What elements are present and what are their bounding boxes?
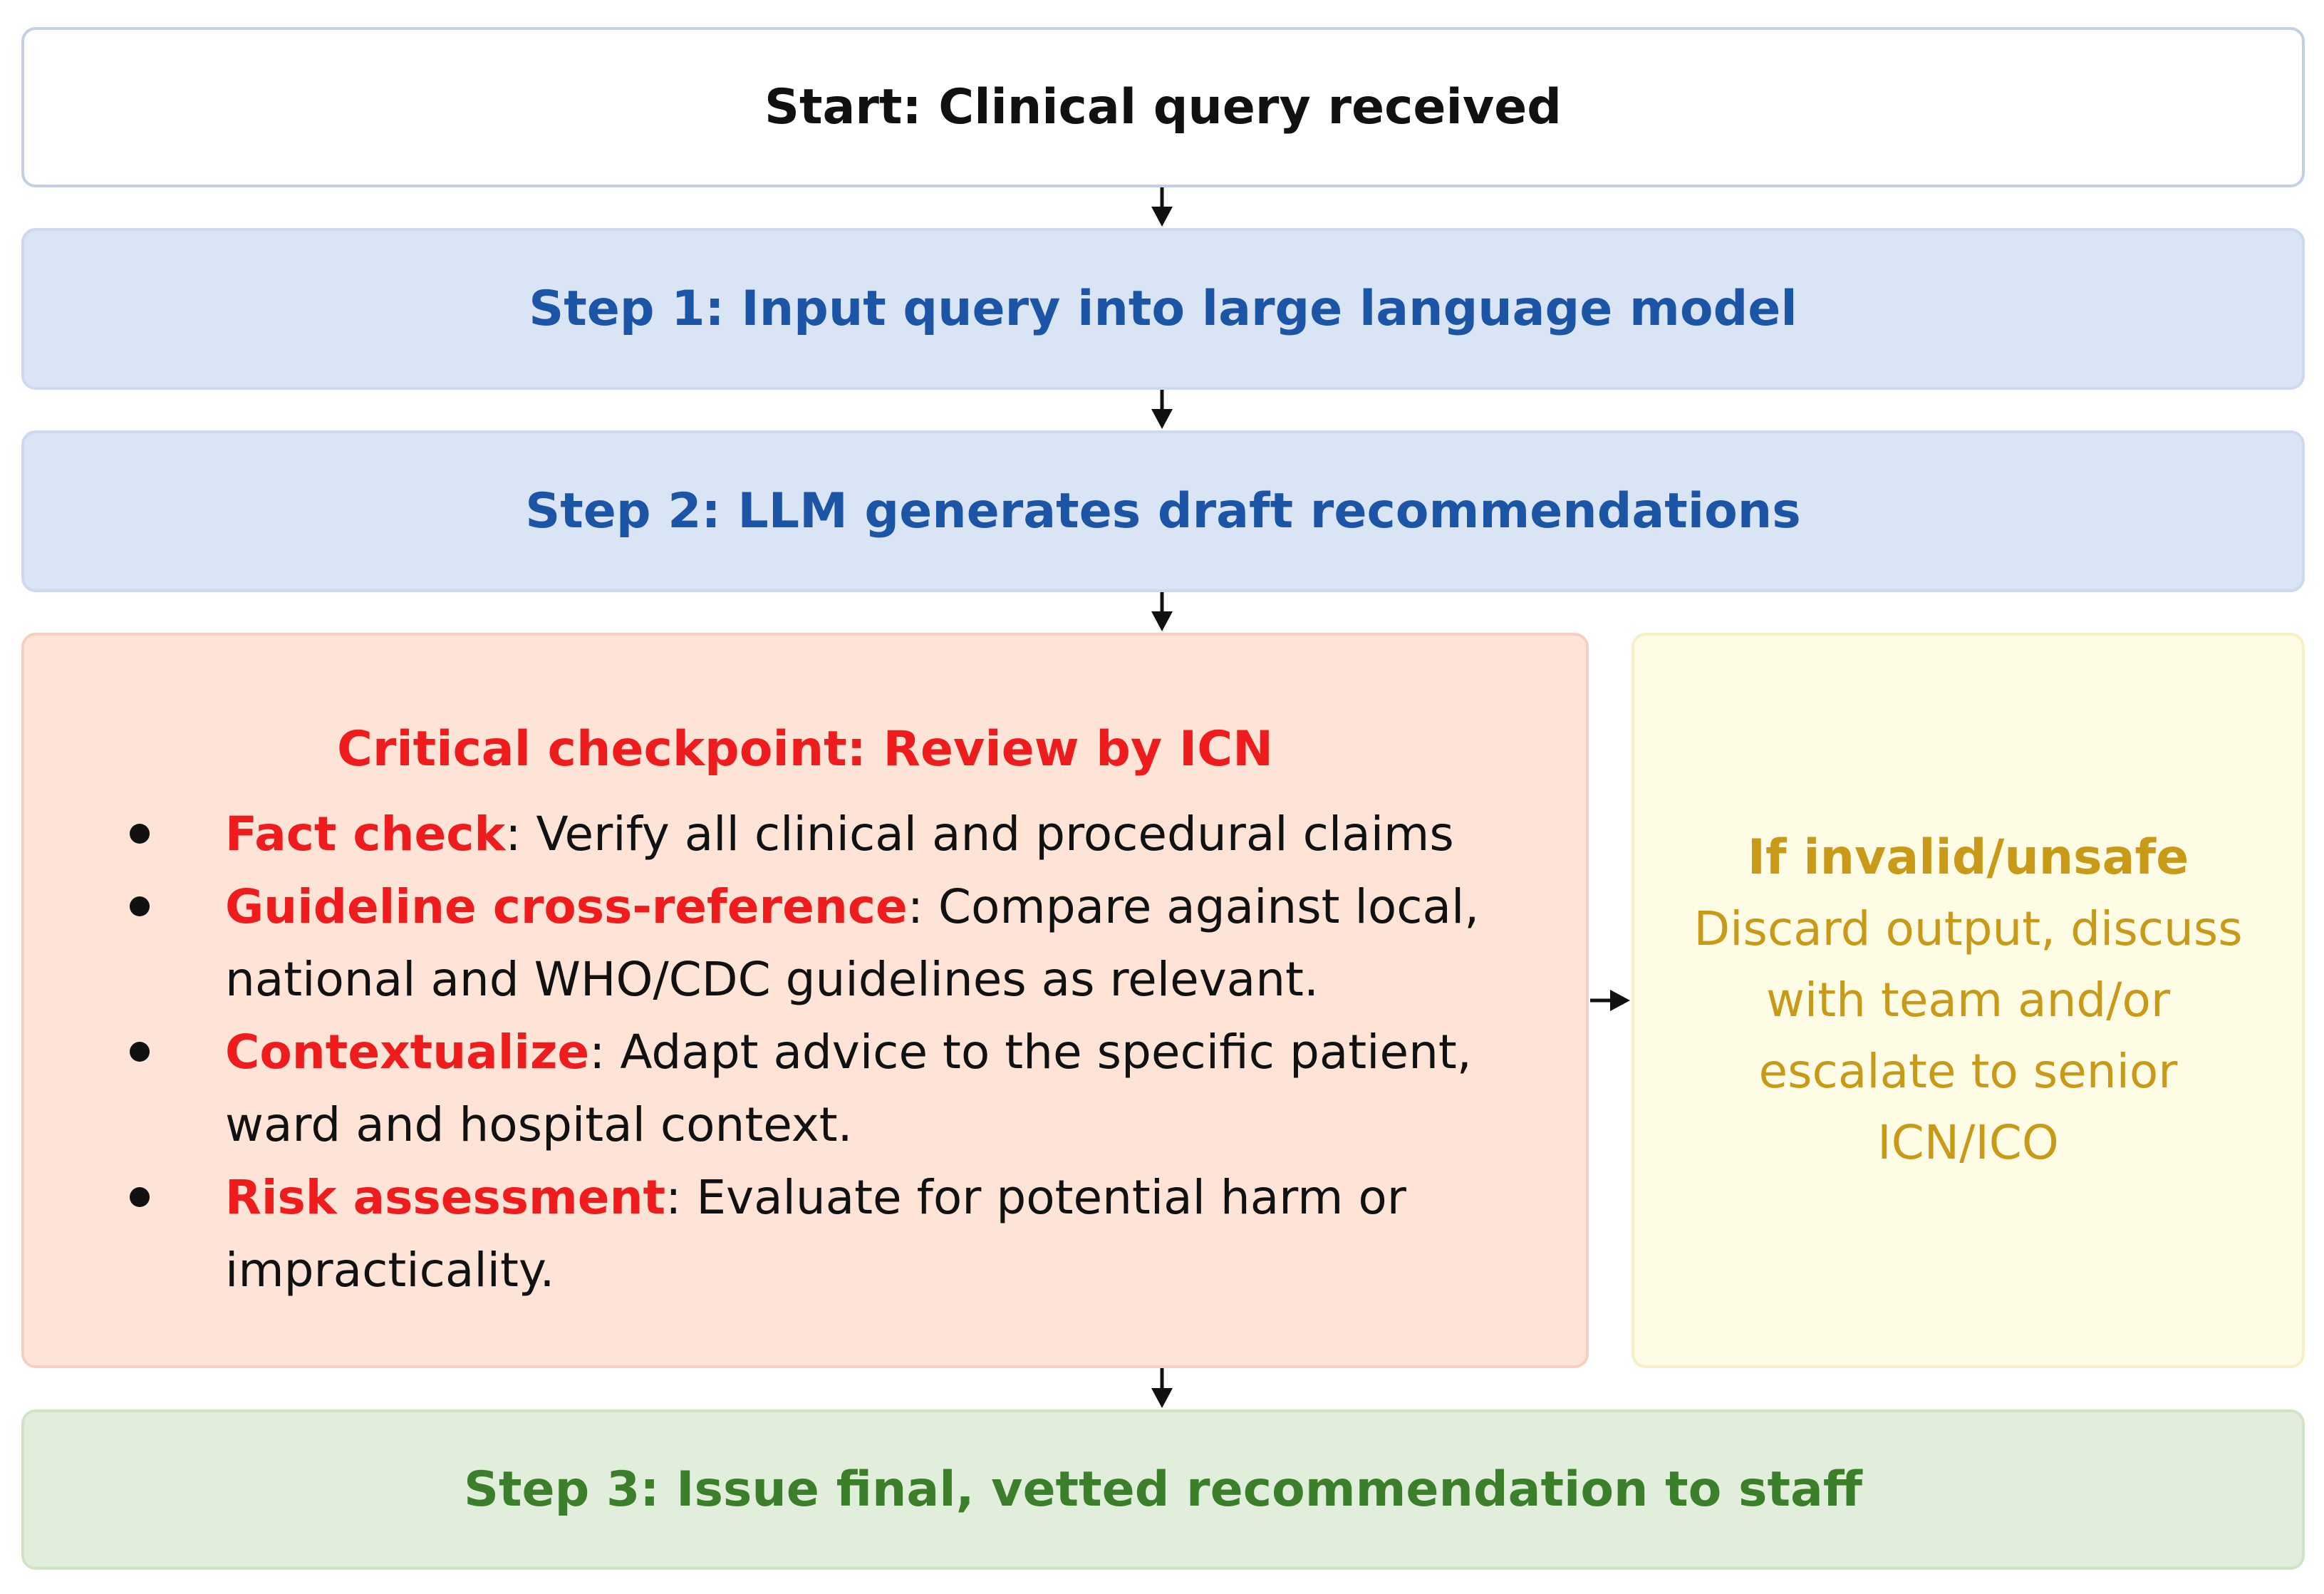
step1-label: Step 1: Input query into large language …: [529, 281, 1798, 337]
invalid-branch-node: If invalid/unsafe Discard output, discus…: [1632, 633, 2305, 1368]
review-item-keyword: Risk assessment: [225, 1170, 666, 1225]
bullet-icon: [130, 1042, 150, 1062]
review-item-fact-check: Fact check: Verify all clinical and proc…: [24, 798, 1577, 871]
arrowhead-icon: [1151, 1388, 1173, 1408]
review-item-keyword: Fact check: [225, 807, 506, 861]
arrowhead-icon: [1151, 207, 1173, 227]
step2-label: Step 2: LLM generates draft recommendati…: [525, 483, 1801, 539]
review-checkpoint-node: Critical checkpoint: Review by ICN Fact …: [21, 633, 1589, 1368]
review-item-text: : Compare against local, national and WH…: [225, 879, 1480, 1007]
review-item-keyword: Guideline cross-reference: [225, 879, 908, 934]
bullet-icon: [130, 824, 150, 844]
review-item-risk: Risk assessment: Evaluate for potential …: [24, 1161, 1577, 1307]
invalid-heading: If invalid/unsafe: [1747, 829, 2189, 886]
arrowhead-icon: [1151, 409, 1173, 429]
arrowhead-icon: [1610, 990, 1630, 1011]
step1-node: Step 1: Input query into large language …: [21, 228, 2305, 390]
step3-label: Step 3: Issue final, vetted recommendati…: [464, 1461, 1862, 1518]
review-item-text: : Adapt advice to the specific patient, …: [225, 1025, 1472, 1152]
invalid-body: Discard output, discuss with team and/or…: [1693, 901, 2243, 1170]
review-item-text: : Evaluate for potential harm or impract…: [225, 1170, 1406, 1298]
review-item-guideline: Guideline cross-reference: Compare again…: [24, 871, 1577, 1016]
review-title: Critical checkpoint: Review by ICN: [336, 721, 1274, 777]
start-node: Start: Clinical query received: [21, 27, 2305, 187]
review-checklist: Fact check: Verify all clinical and proc…: [24, 798, 1577, 1307]
step2-node: Step 2: LLM generates draft recommendati…: [21, 430, 2305, 592]
review-item-text: : Verify all clinical and procedural cla…: [505, 807, 1454, 861]
review-item-keyword: Contextualize: [225, 1025, 590, 1080]
arrowhead-icon: [1151, 611, 1173, 631]
start-label: Start: Clinical query received: [764, 79, 1562, 135]
bullet-icon: [130, 896, 150, 916]
review-item-contextualize: Contextualize: Adapt advice to the speci…: [24, 1016, 1577, 1161]
step3-node: Step 3: Issue final, vetted recommendati…: [21, 1409, 2305, 1570]
bullet-icon: [130, 1187, 150, 1207]
